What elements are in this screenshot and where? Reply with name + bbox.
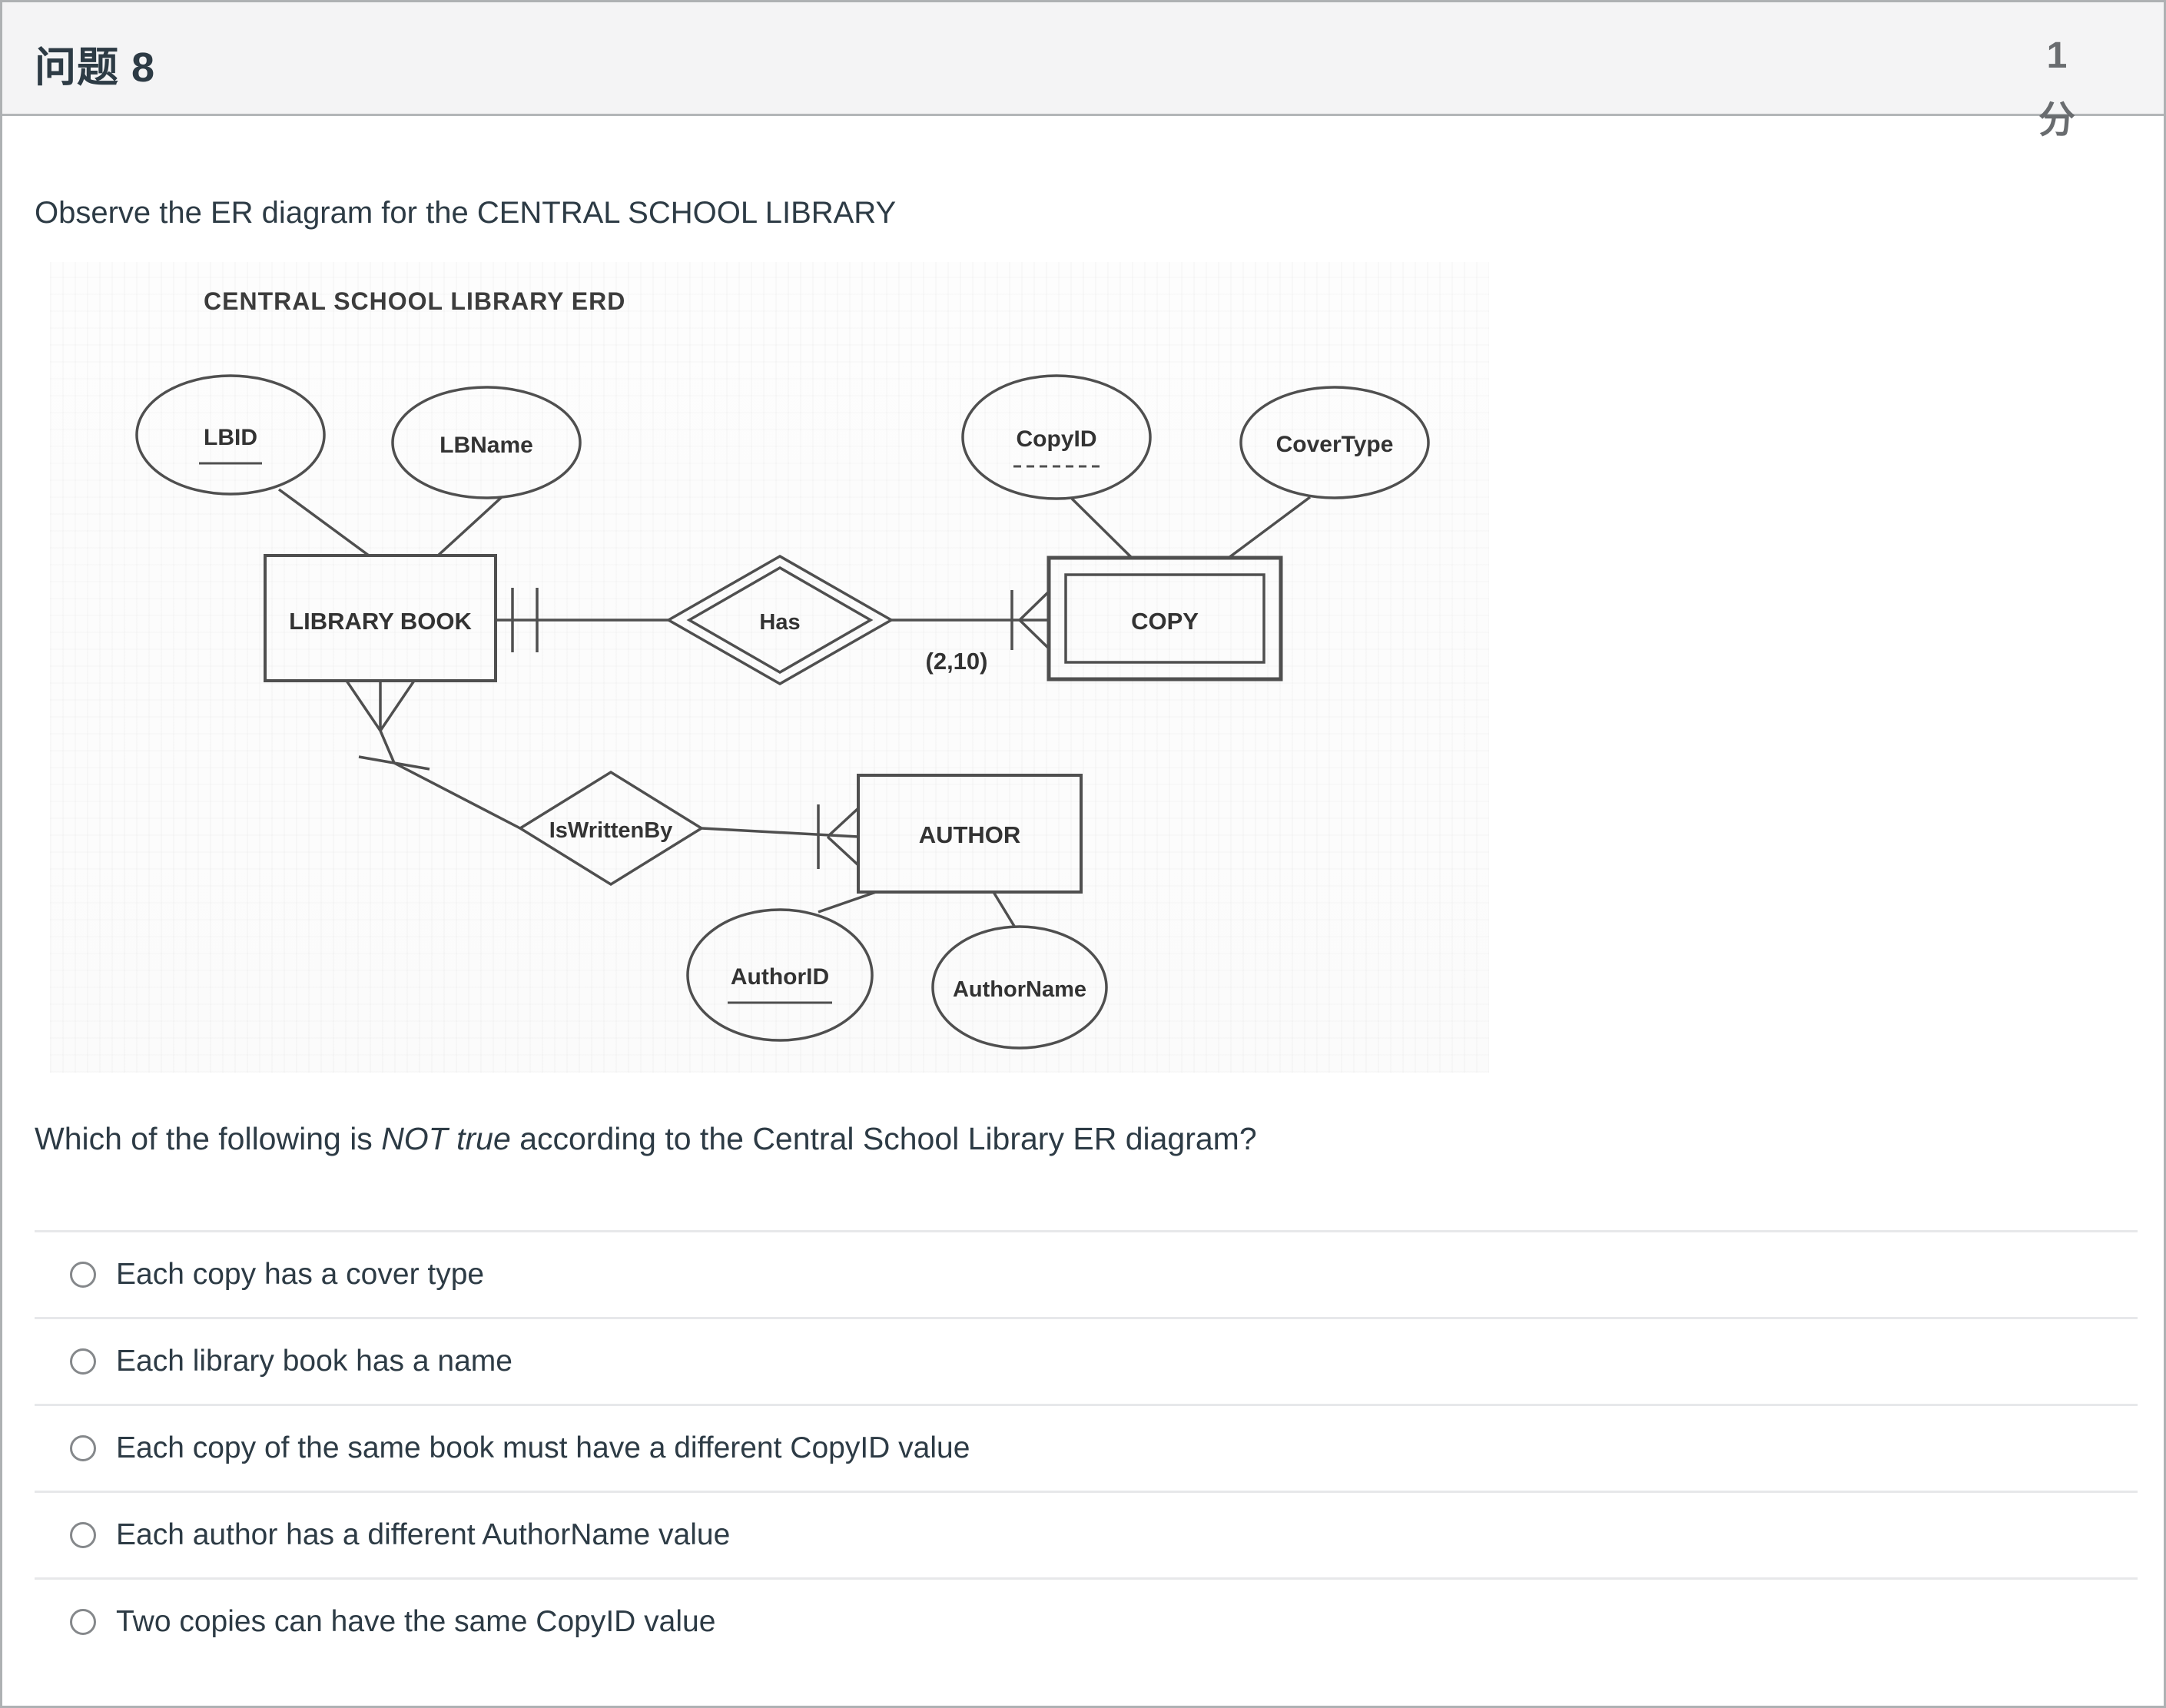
attribute-lbid-ellipse [135,374,326,496]
connector-lbname [436,496,503,557]
line-librarybook-bend [379,730,396,764]
attribute-copyid-ellipse [961,374,1152,500]
attribute-lbname-ellipse [391,386,582,499]
line-iswrittenby-author [701,827,859,838]
relationship-has-inner-diamond [686,565,874,675]
connector-copyid [1070,497,1133,559]
answer-option-3[interactable]: Each copy of the same book must have a d… [35,1404,2138,1491]
connector-authorname [992,891,1017,928]
question-title: 问题 8 [35,45,156,91]
answer-option-5-label: Two copies can have the same CopyID valu… [116,1605,716,1638]
attribute-covertype-ellipse [1239,386,1430,499]
entity-copy-label: COPY [1131,608,1199,635]
radio-button-3[interactable] [70,1435,96,1461]
connector-lbid [277,488,370,557]
er-diagram-image: CENTRAL SCHOOL LIBRARY ERD [50,262,1489,1073]
answer-option-1[interactable]: Each copy has a cover type [35,1230,2138,1317]
attribute-authorname-ellipse [931,925,1108,1050]
answer-option-4-label: Each author has a different AuthorName v… [116,1518,731,1551]
radio-button-2[interactable] [70,1348,96,1375]
attribute-authorid-ellipse [686,908,874,1042]
connector-authorid [818,890,877,914]
answer-option-4[interactable]: Each author has a different AuthorName v… [35,1491,2138,1577]
entity-author-label: AUTHOR [919,821,1021,848]
attribute-lbname-label: LBName [440,433,533,458]
entity-library-book-label: LIBRARY BOOK [289,608,472,635]
question-prompt: Which of the following is NOT true accor… [35,1121,1257,1157]
attribute-authorid-label: AuthorID [731,964,829,990]
copy-crowfoot-lower [1018,619,1050,650]
attribute-authorname-label: AuthorName [953,977,1086,1002]
entity-copy-inner-rect [1064,573,1265,664]
cardinality-label: (2,10) [926,648,988,675]
prompt-prefix: Which of the following is [35,1121,382,1156]
attribute-covertype-label: CoverType [1276,432,1394,457]
relationship-has-label: Has [759,610,800,635]
radio-button-1[interactable] [70,1262,96,1288]
answer-option-2-label: Each library book has a name [116,1345,512,1378]
prompt-suffix: according to the Central School Library … [510,1121,1257,1156]
question-header: 问题 8 [2,2,2164,116]
author-crowfoot-lower [826,835,860,867]
radio-button-4[interactable] [70,1522,96,1548]
prompt-emphasis: NOT true [381,1121,511,1156]
librarybook-crowfoot-left [345,680,382,731]
points-badge: 1 分 [2038,35,2075,141]
entity-copy-outer-rect [1047,556,1283,682]
answer-option-2[interactable]: Each library book has a name [35,1317,2138,1404]
question-intro-text: Observe the ER diagram for the CENTRAL S… [35,196,897,230]
answer-option-5[interactable]: Two copies can have the same CopyID valu… [35,1577,2138,1664]
er-diagram-svg: CENTRAL SCHOOL LIBRARY ERD [135,287,1430,1050]
relationship-iswrittenby-label: IsWrittenBy [549,818,673,843]
diagram-title: CENTRAL SCHOOL LIBRARY ERD [204,287,625,315]
answer-option-3-label: Each copy of the same book must have a d… [116,1431,970,1464]
attribute-lbid-label: LBID [204,425,257,450]
author-crowfoot-upper [826,807,860,838]
attribute-copyid-label: CopyID [1017,426,1097,452]
copy-crowfoot-upper [1018,590,1050,622]
line-librarybook-iswrittenby [393,761,521,830]
entity-author-rect [857,774,1083,894]
answer-option-1-label: Each copy has a cover type [116,1258,485,1291]
librarybook-crowfoot-right [379,680,416,731]
answer-options: Each copy has a cover type Each library … [35,1230,2138,1664]
radio-button-5[interactable] [70,1609,96,1635]
connector-covertype [1227,496,1312,559]
